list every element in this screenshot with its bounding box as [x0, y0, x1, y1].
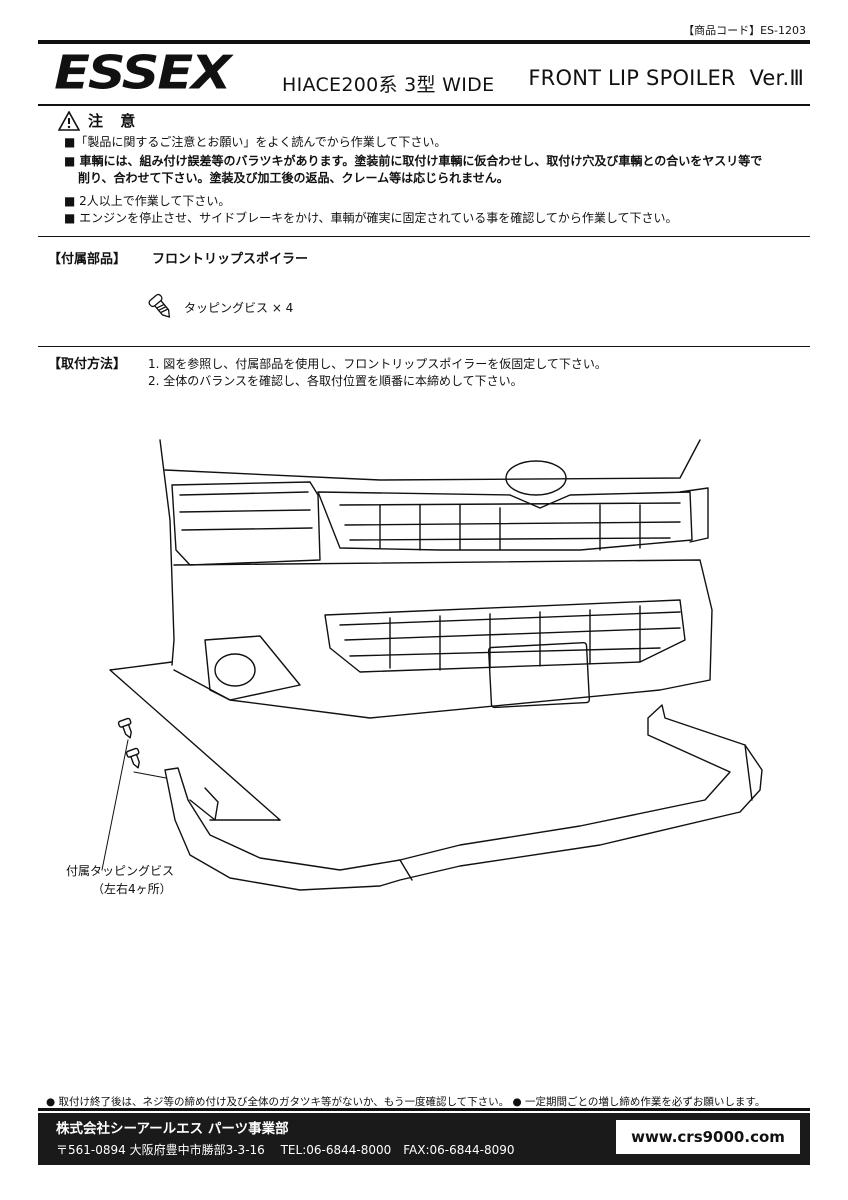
- installation-diagram: [101, 439, 763, 891]
- parts-label: 【付属部品】: [48, 252, 127, 267]
- screw-icon: [148, 293, 171, 318]
- footer-note: ● 取付け終了後は、ネジ等の締め付け及び全体のガタツキ等がないか、もう一度確認し…: [46, 1096, 766, 1108]
- parts-name: フロントリップスポイラー: [152, 252, 309, 267]
- callout-label: 付属タッピングビス: [66, 864, 175, 878]
- emblem: [505, 460, 567, 496]
- company-name: 株式会社シーアールエス パーツ事業部: [56, 1121, 289, 1137]
- top-rule: [38, 40, 810, 44]
- tapping-screw: [125, 747, 140, 769]
- warning-icon: [58, 110, 80, 131]
- screw-text: タッピングビス × 4: [184, 301, 294, 315]
- van-hood-line: [164, 439, 701, 481]
- section-rule: [38, 346, 810, 347]
- instruction-step: 2. 全体のバランスを確認し、各取付位置を順番に本締めして下さい。: [148, 374, 523, 388]
- caution-note: 削り、合わせて下さい。塗装及び加工後の返品、クレーム等は応じられません。: [78, 171, 509, 185]
- product-title: FRONT LIP SPOILER Ver.Ⅲ: [528, 66, 804, 90]
- fog-lamp-housing: [204, 635, 301, 701]
- front-bumper: [173, 559, 713, 719]
- tapping-screw: [117, 717, 132, 739]
- ground-reference: [109, 661, 281, 821]
- instruction-step: 1. 図を参照し、付属部品を使用し、フロントリップスポイラーを仮固定して下さい。: [148, 357, 607, 371]
- section-rule: [38, 236, 810, 237]
- caution-title: 注 意: [88, 112, 142, 130]
- essex-logo: ESSEX: [54, 50, 237, 98]
- left-headlight: [171, 481, 321, 566]
- license-plate: [487, 641, 591, 709]
- company-url[interactable]: www.crs9000.com: [631, 1128, 785, 1146]
- right-headlight: [679, 487, 709, 543]
- svg-text:ESSEX: ESSEX: [54, 50, 235, 98]
- caution-note: ■ エンジンを停止させ、サイドブレーキをかけ、車輌が確実に固定されている事を確認…: [64, 211, 678, 225]
- footer-rule: [38, 1108, 810, 1111]
- caution-header: 注 意: [58, 110, 141, 131]
- callout-label: （左右4ヶ所）: [92, 882, 172, 896]
- product-code: 【商品コード】ES-1203: [683, 24, 806, 37]
- fog-lamp: [214, 653, 256, 687]
- callout-line: [133, 771, 167, 779]
- van-body-outline: [159, 439, 175, 666]
- caution-note: ■ 車輌には、組み付け誤差等のバラツキがあります。塗装前に取付け車輌に仮合わせし…: [64, 154, 763, 168]
- model-name: HIACE200系 3型 WIDE: [282, 74, 495, 96]
- caution-note: ■「製品に関するご注意とお願い」をよく読んでから作業して下さい。: [64, 135, 447, 149]
- title-rule: [38, 104, 810, 106]
- lower-grille: [324, 599, 686, 673]
- instructions-label: 【取付方法】: [48, 357, 127, 372]
- company-address: 〒561-0894 大阪府豊中市勝部3-3-16 TEL:06-6844-800…: [56, 1143, 515, 1157]
- url-box: www.crs9000.com: [616, 1120, 800, 1154]
- caution-note: ■ 2人以上で作業して下さい。: [64, 194, 231, 208]
- upper-grille: [317, 491, 693, 551]
- callout-line: [101, 739, 129, 871]
- front-lip-spoiler: [164, 704, 763, 891]
